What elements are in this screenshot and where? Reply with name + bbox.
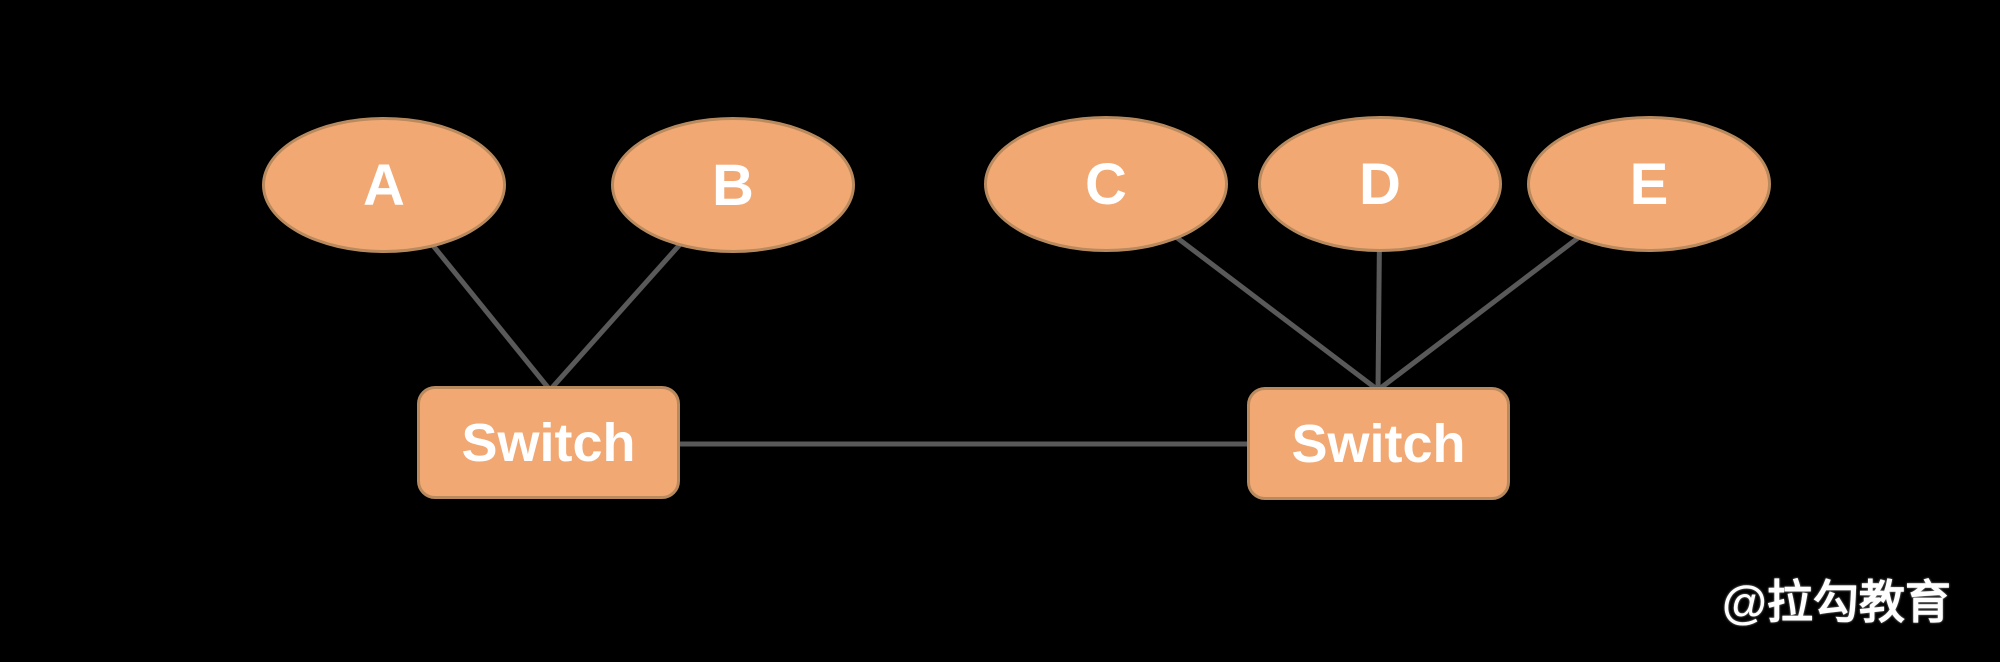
switch-label-left: Switch xyxy=(461,412,636,473)
host-label-c: C xyxy=(1085,151,1127,217)
switch-node-right: Switch xyxy=(1247,387,1510,500)
host-label-b: B xyxy=(712,152,754,218)
host-label-e: E xyxy=(1629,151,1669,217)
host-node-c: C xyxy=(984,116,1228,252)
switch-node-left: Switch xyxy=(417,386,680,499)
host-node-e: E xyxy=(1527,116,1771,252)
host-node-a: A xyxy=(262,117,506,253)
host-node-d: D xyxy=(1258,116,1502,252)
host-label-a: A xyxy=(363,152,405,218)
watermark-text: @拉勾教育 xyxy=(1722,576,1951,628)
switch-label-right: Switch xyxy=(1291,413,1466,474)
host-label-d: D xyxy=(1359,151,1401,217)
host-node-b: B xyxy=(611,117,855,253)
